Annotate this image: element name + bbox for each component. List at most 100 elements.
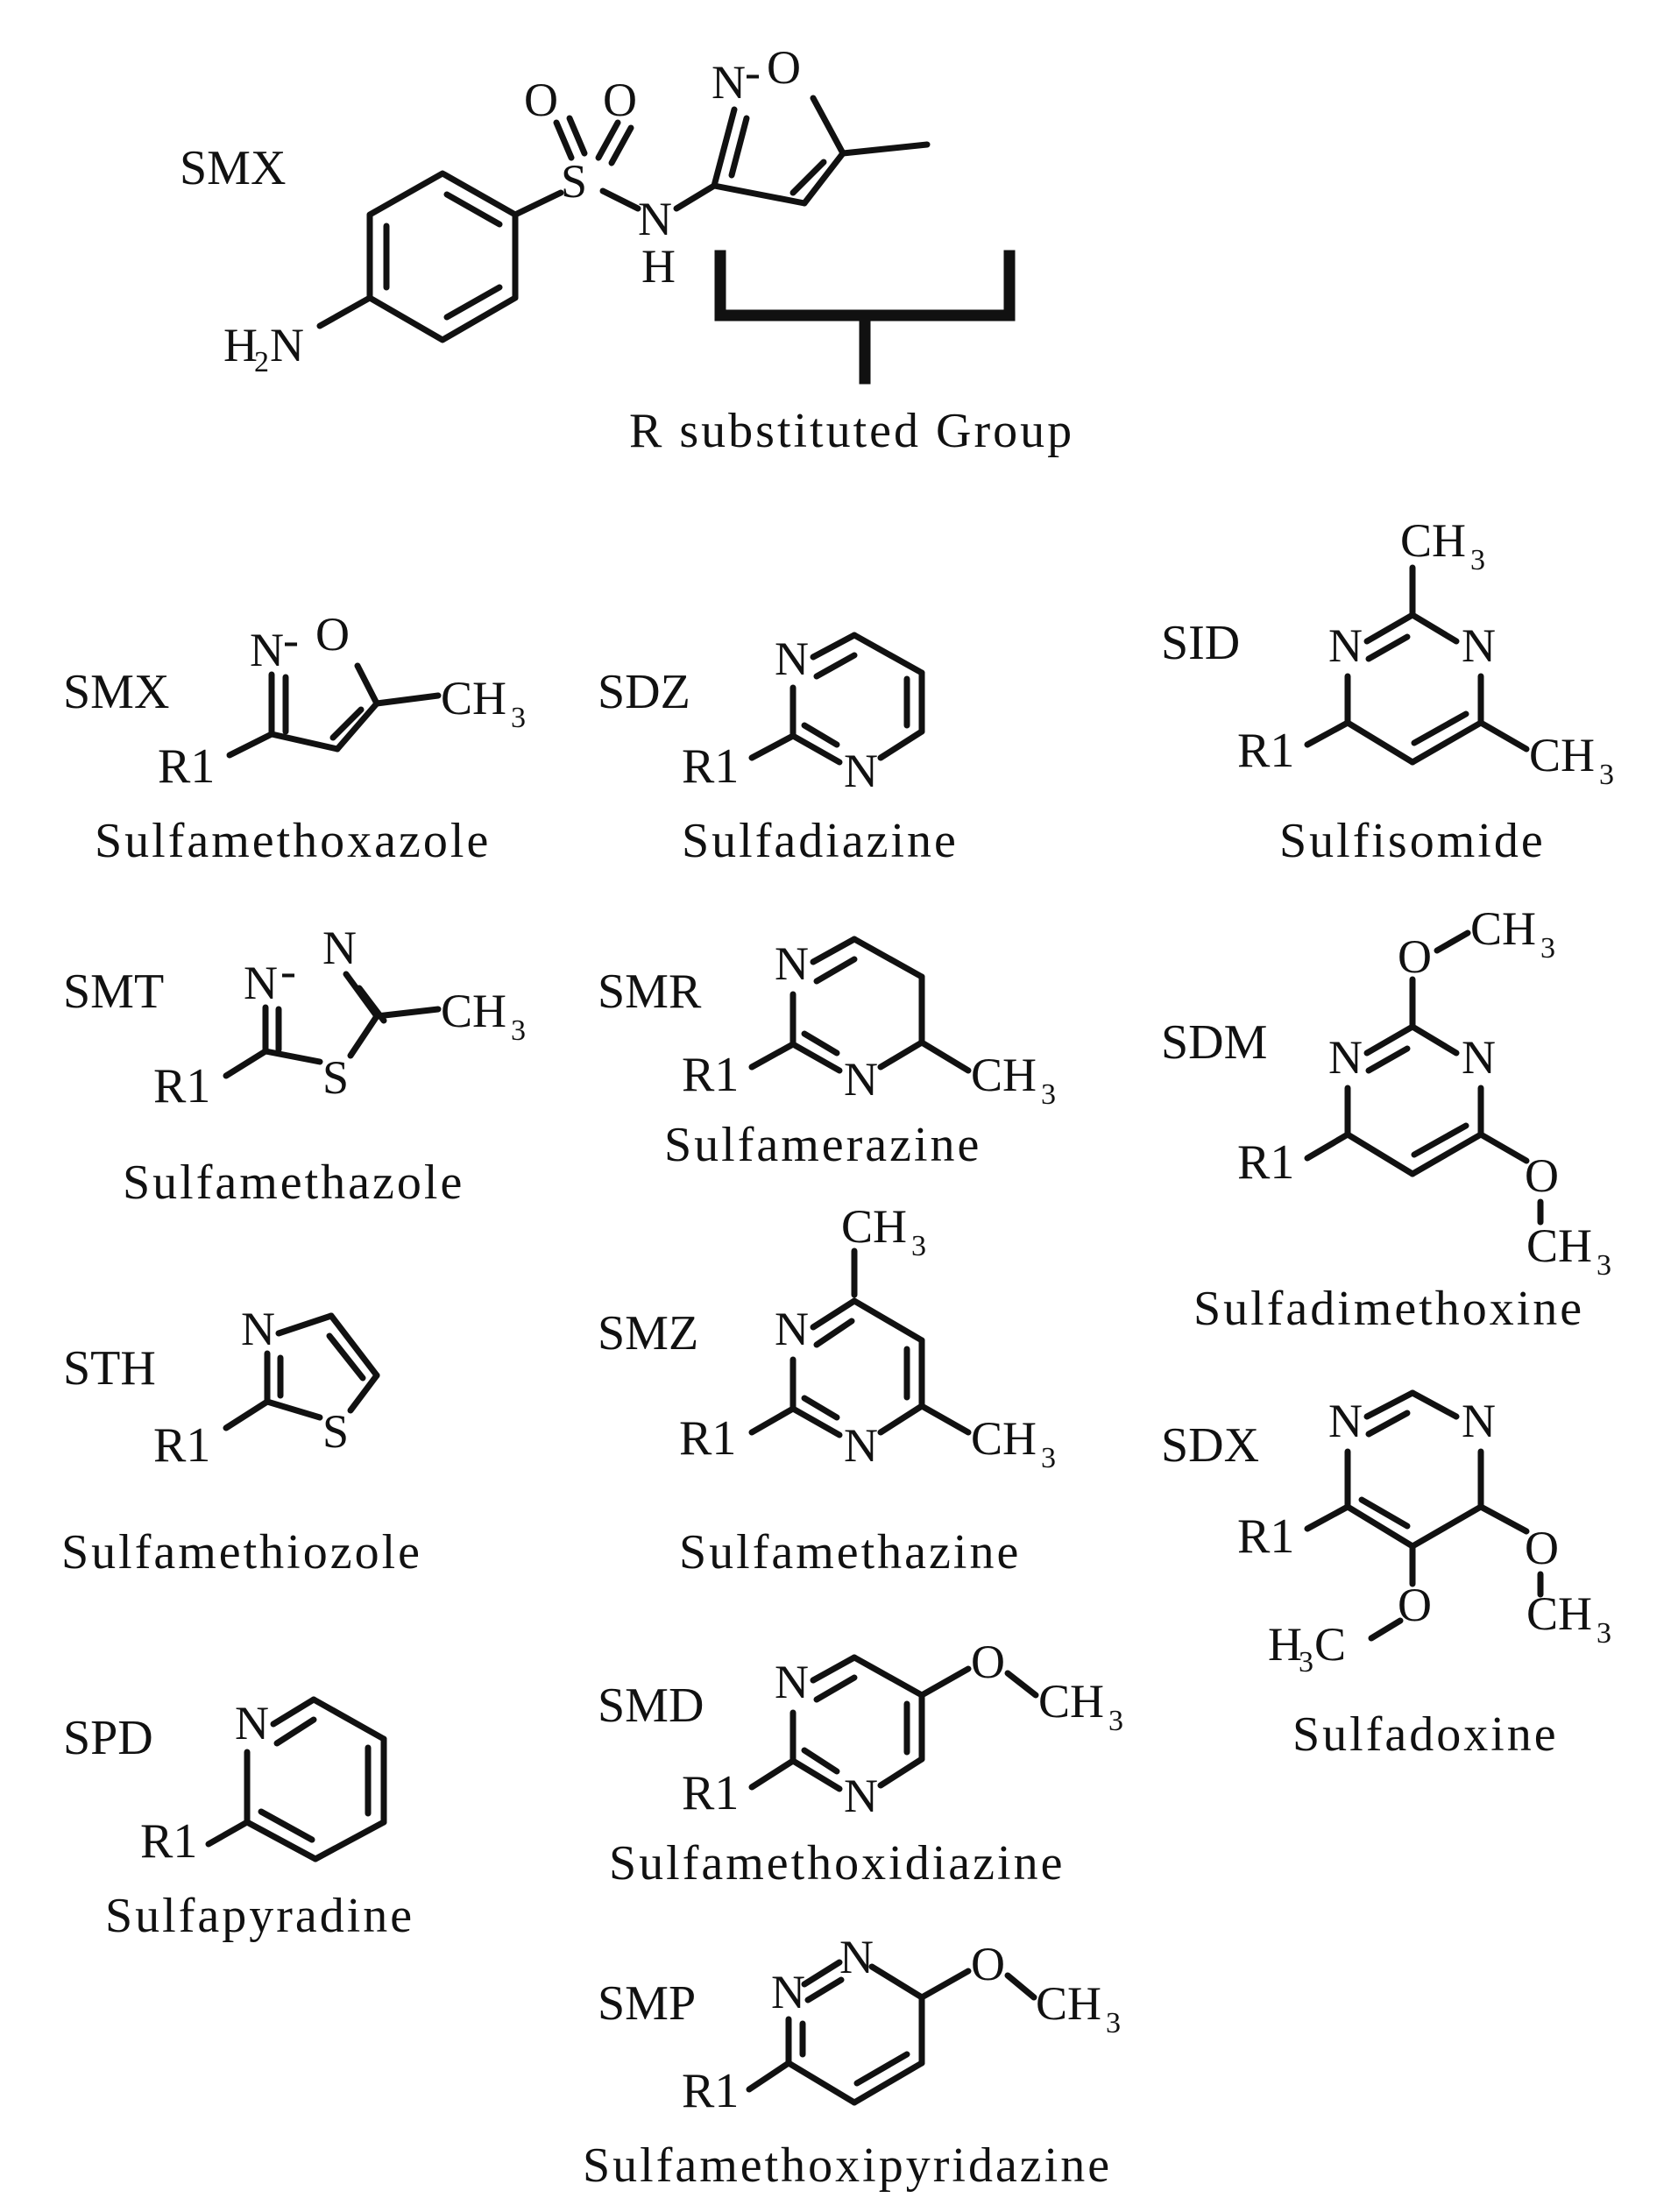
svg-text:SMR: SMR <box>598 965 702 1019</box>
svg-text:3: 3 <box>511 1014 526 1047</box>
svg-text:SMT: SMT <box>63 965 164 1019</box>
compound-name-smx: Sulfamethoxazole <box>95 814 491 868</box>
svg-text:R1: R1 <box>682 739 739 794</box>
svg-text:O: O <box>1525 1522 1559 1574</box>
svg-text:3: 3 <box>1599 759 1614 791</box>
svg-text:H: H <box>223 319 258 371</box>
header-isoxazole-ring: N - O <box>711 41 931 207</box>
svg-text:-: - <box>745 46 761 98</box>
compound-name-smp: Sulfamethoxipyridazine <box>583 2138 1112 2193</box>
svg-text:N: N <box>844 1419 878 1472</box>
compound-name-smr: Sulfamerazine <box>664 1118 981 1172</box>
svg-text:3: 3 <box>1299 1646 1313 1678</box>
amine-bond <box>316 294 373 329</box>
svg-text:CH: CH <box>1038 1675 1104 1728</box>
svg-text:N: N <box>775 937 809 990</box>
svg-text:CH: CH <box>441 985 506 1037</box>
svg-text:N: N <box>235 1697 269 1749</box>
compound-sth: STH N S R1 Sulfamethiozole <box>61 1303 422 1579</box>
svg-text:N: N <box>839 1931 874 1983</box>
svg-text:2: 2 <box>254 346 269 378</box>
svg-text:N: N <box>775 1656 809 1708</box>
compound-sdm: O CH 3 SDM N N O CH 3 R1 Sulfadimethoxin… <box>1161 902 1611 1336</box>
compound-name-sth: Sulfamethiozole <box>61 1525 422 1579</box>
compound-smp: SMP N N O CH 3 R1 Sulfamethoxipyridazine <box>583 1931 1121 2193</box>
svg-text:3: 3 <box>511 702 526 734</box>
compound-sdz: SDZ N N R1 Sulfadiazine <box>598 632 959 868</box>
svg-text:CH: CH <box>1529 729 1595 781</box>
svg-text:SID: SID <box>1161 616 1240 670</box>
svg-text:N: N <box>844 1770 878 1822</box>
svg-text:SMZ: SMZ <box>598 1306 698 1360</box>
svg-text:R1: R1 <box>1237 1509 1294 1564</box>
svg-text:R1: R1 <box>1237 1135 1294 1190</box>
svg-text:3: 3 <box>1106 2007 1121 2039</box>
svg-text:O: O <box>971 1938 1005 1990</box>
svg-text:N: N <box>241 1303 275 1355</box>
svg-text:CH: CH <box>1526 1587 1592 1640</box>
compound-sid: SID CH 3 N N CH 3 R1 Sulfisomide <box>1161 514 1614 868</box>
compound-smd: SMD N N O CH 3 R1 Sulfamethoxidiazine <box>598 1636 1123 1890</box>
svg-text:O: O <box>1398 930 1432 983</box>
svg-text:O: O <box>603 74 637 126</box>
svg-text:N: N <box>250 624 284 676</box>
svg-text:C: C <box>1314 1618 1346 1671</box>
parent-structure: SMX H 2 N S O O N H <box>180 41 1074 458</box>
svg-text:3: 3 <box>1540 932 1555 965</box>
svg-text:STH: STH <box>63 1341 156 1396</box>
compound-smx: SMX N - O CH 3 R1 Sulfamethoxazole <box>63 608 526 868</box>
svg-text:SMP: SMP <box>598 1976 696 2031</box>
sulfonyl-group: S O O <box>524 74 637 208</box>
compound-spd: SPD N R1 Sulfapyradine <box>63 1696 414 1943</box>
svg-text:H: H <box>641 240 676 293</box>
svg-text:3: 3 <box>1597 1249 1611 1282</box>
svg-text:R1: R1 <box>679 1411 736 1466</box>
compound-name-smz: Sulfamethazine <box>679 1525 1021 1579</box>
compound-name-sdz: Sulfadiazine <box>682 814 959 868</box>
svg-text:3: 3 <box>1041 1078 1056 1111</box>
benzene-ring <box>366 170 519 343</box>
svg-text:N: N <box>1328 1395 1363 1447</box>
svg-text:CH: CH <box>1470 902 1536 955</box>
svg-text:S: S <box>322 1051 349 1104</box>
compound-name-sid: Sulfisomide <box>1279 814 1546 868</box>
svg-text:S: S <box>561 155 587 208</box>
compound-name-sdx: Sulfadoxine <box>1292 1707 1559 1762</box>
svg-text:CH: CH <box>1400 514 1466 567</box>
svg-text:N: N <box>244 957 278 1009</box>
svg-text:N: N <box>775 1303 809 1355</box>
svg-text:SPD: SPD <box>63 1711 153 1765</box>
svg-text:R1: R1 <box>682 1766 739 1820</box>
compound-smr: SMR N N CH 3 R1 Sulfamerazine <box>598 936 1056 1172</box>
svg-text:CH: CH <box>1526 1219 1592 1272</box>
compound-name-sdm: Sulfadimethoxine <box>1193 1282 1584 1336</box>
svg-text:R1: R1 <box>153 1418 210 1473</box>
bracket-label: R substituted Group <box>629 404 1074 458</box>
svg-text:3: 3 <box>1470 544 1485 576</box>
parent-code: SMX <box>180 141 286 195</box>
svg-text:N: N <box>1462 1395 1496 1447</box>
svg-text:R1: R1 <box>682 2064 739 2118</box>
svg-text:CH: CH <box>1036 1977 1101 2030</box>
compound-name-spd: Sulfapyradine <box>105 1889 414 1943</box>
svg-text:CH: CH <box>971 1049 1037 1101</box>
r-group-bracket <box>714 250 1016 322</box>
svg-text:O: O <box>971 1636 1005 1688</box>
svg-text:SDZ: SDZ <box>598 665 690 719</box>
svg-text:O: O <box>524 74 558 126</box>
svg-text:-: - <box>283 613 299 666</box>
amine-group: H 2 N <box>223 319 304 378</box>
svg-text:N: N <box>712 56 746 109</box>
compound-smz: SMZ CH 3 N N CH 3 R1 Sulfamethazine <box>598 1200 1056 1579</box>
svg-text:R1: R1 <box>682 1048 739 1102</box>
svg-text:O: O <box>1398 1579 1432 1631</box>
svg-text:SDX: SDX <box>1161 1418 1259 1473</box>
svg-text:SMX: SMX <box>63 665 169 719</box>
svg-text:N: N <box>270 319 304 371</box>
compound-name-smt: Sulfamethazole <box>123 1155 464 1210</box>
svg-text:H: H <box>1268 1618 1302 1671</box>
compound-name-smd: Sulfamethoxidiazine <box>609 1836 1065 1890</box>
svg-text:O: O <box>1525 1149 1559 1202</box>
